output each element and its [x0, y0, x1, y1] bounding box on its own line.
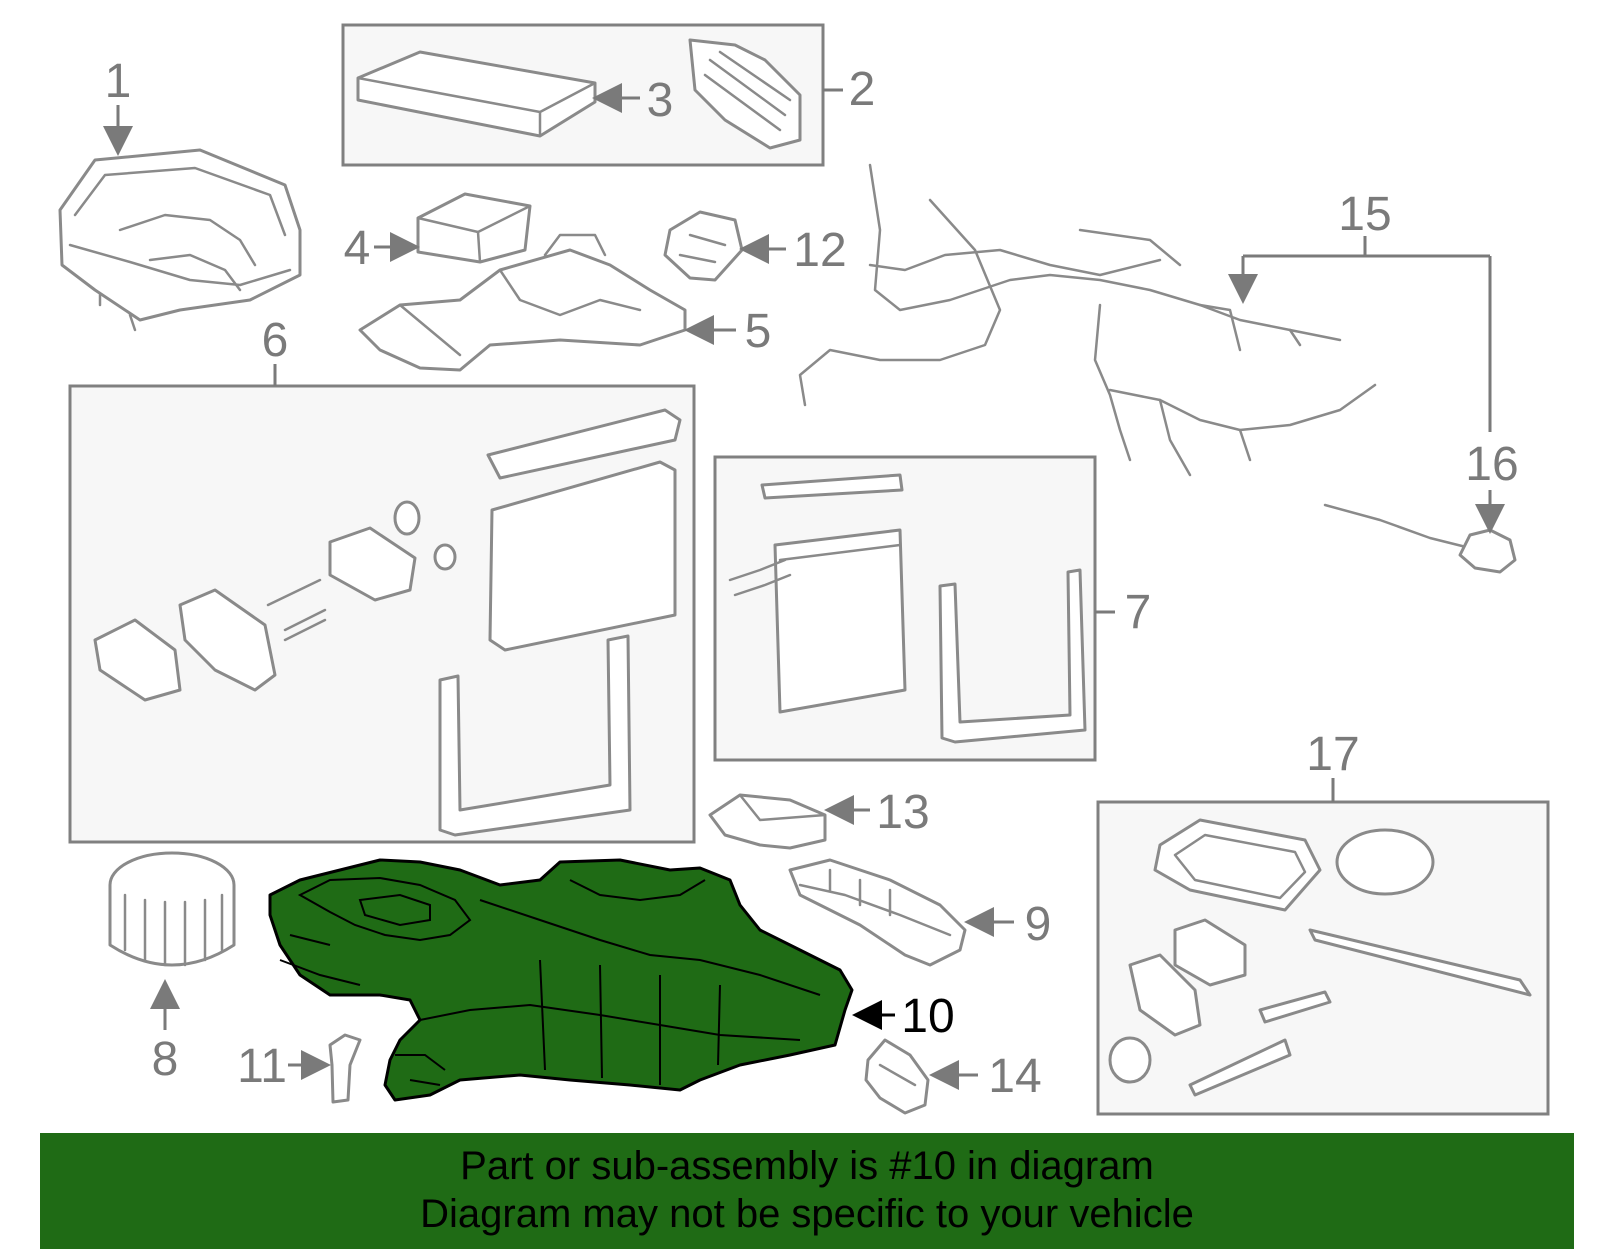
info-banner: Part or sub-assembly is #10 in diagram D…: [40, 1133, 1574, 1249]
banner-line-disclaimer: Diagram may not be specific to your vehi…: [420, 1192, 1194, 1236]
part-8-blower-motor: [108, 851, 236, 967]
callout-6: 6: [262, 314, 289, 367]
group-box-7: [713, 455, 1097, 762]
callout-15: 15: [1338, 188, 1391, 241]
part-11-drain-tube: [328, 1033, 362, 1104]
callout-12: 12: [793, 224, 846, 277]
callout-4: 4: [344, 222, 371, 275]
callout-10: 10: [901, 990, 954, 1043]
callout-9: 9: [1025, 898, 1052, 951]
callout-5: 5: [745, 305, 772, 358]
part-5-duct: [358, 233, 687, 372]
part-6-evaporator-kit: [93, 408, 682, 837]
callout-11: 11: [237, 1040, 287, 1093]
callout-7: 7: [1125, 586, 1152, 639]
part-14-actuator: [864, 1038, 930, 1115]
callout-8: 8: [152, 1033, 179, 1086]
callout-2: 2: [849, 63, 876, 116]
callout-16: 16: [1465, 438, 1518, 491]
part-12-actuator: [663, 210, 744, 282]
part-15-wiring-harness: [798, 163, 1377, 477]
part-9-door-assembly: [788, 858, 967, 967]
callout-13: 13: [876, 786, 929, 839]
callout-3: 3: [647, 74, 674, 127]
part-13-actuator: [708, 793, 827, 850]
part-16-sensor: [1323, 503, 1517, 574]
callout-14: 14: [988, 1050, 1041, 1103]
part-4-control-module: [416, 192, 532, 264]
part-1-blower-housing: [58, 148, 302, 332]
part-7-heater-core-kit: [728, 473, 1087, 744]
callout-17: 17: [1306, 728, 1359, 781]
part-2-filter-door: [688, 38, 802, 150]
callout-1: 1: [105, 55, 132, 108]
banner-line-part-number: Part or sub-assembly is #10 in diagram: [460, 1144, 1154, 1188]
part-17-seal-kit: [1108, 818, 1532, 1097]
part-10-hvac-module-highlighted: [268, 858, 854, 1102]
